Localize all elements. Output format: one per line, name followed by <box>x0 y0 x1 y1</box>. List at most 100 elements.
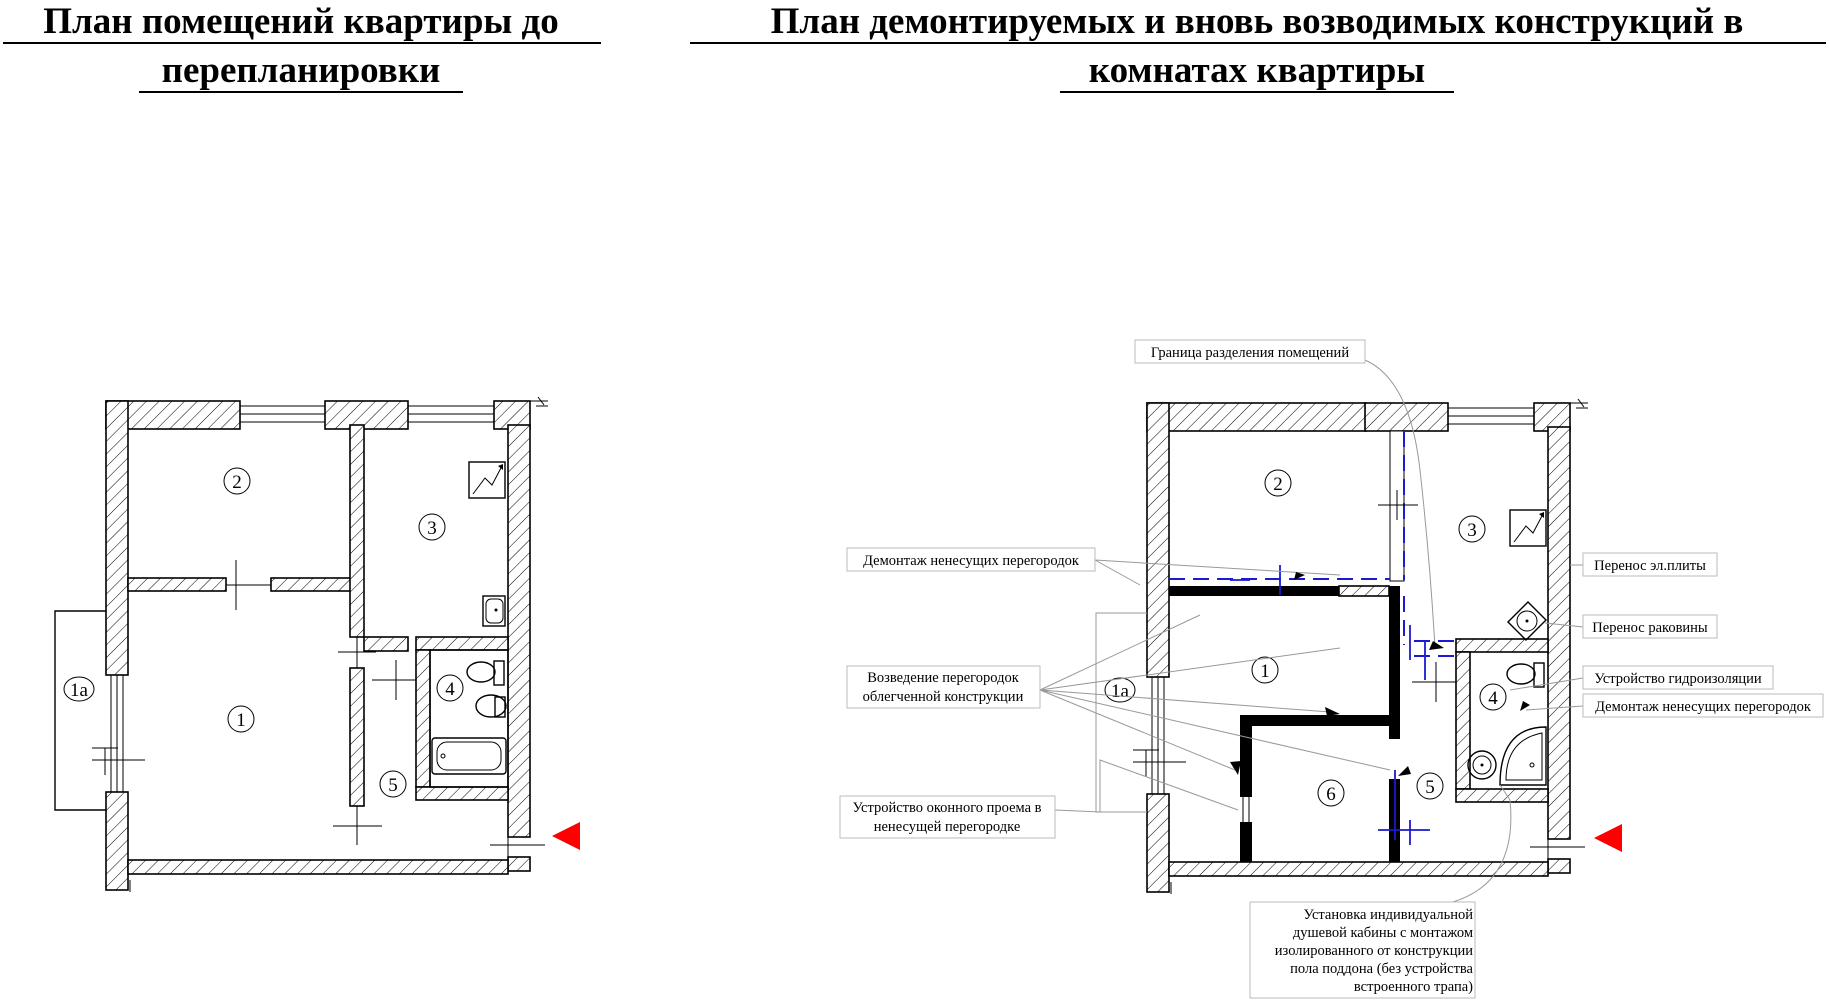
svg-text:облегченной конструкции: облегченной конструкции <box>863 689 1024 705</box>
partition-corridor <box>363 636 409 652</box>
stove-icon-after <box>1509 509 1547 547</box>
callout-stove: Перенос эл.плиты <box>1582 552 1718 577</box>
room-label-2: 2 <box>223 467 251 495</box>
svg-text:4: 4 <box>445 679 455 700</box>
partition-vertical-lower <box>349 667 365 807</box>
toilet-icon <box>466 660 505 686</box>
svg-text:Перенос эл.плиты: Перенос эл.плиты <box>1594 558 1706 574</box>
svg-text:душевой кабины с монтажом: душевой кабины с монтажом <box>1293 925 1473 941</box>
room-label-3: 3 <box>418 513 446 541</box>
svg-text:Демонтаж ненесущих перегородок: Демонтаж ненесущих перегородок <box>863 553 1080 569</box>
svg-text:3: 3 <box>427 518 437 539</box>
entrance-arrow-after <box>1594 824 1622 852</box>
room-label-1-after: 1 <box>1251 656 1279 684</box>
wall-right-stub-after <box>1547 858 1571 874</box>
toilet-icon-after <box>1506 662 1545 688</box>
svg-text:встроенного трапа): встроенного трапа) <box>1354 979 1473 995</box>
kitchen-sink-icon <box>482 595 506 627</box>
callout-boundary: Граница разделения помещений <box>1134 339 1366 364</box>
svg-text:1а: 1а <box>1111 681 1130 702</box>
svg-text:5: 5 <box>1425 777 1435 798</box>
title-right-line2: комнатах квартиры <box>1089 50 1425 91</box>
room-label-1: 1 <box>227 705 255 733</box>
svg-text:2: 2 <box>1273 474 1283 495</box>
callout-window-opening: Устройство оконного проема в ненесущей п… <box>839 795 1056 839</box>
window-top-2 <box>408 405 494 423</box>
svg-text:Установка индивидуальной: Установка индивидуальной <box>1303 907 1473 923</box>
svg-text:4: 4 <box>1488 688 1498 709</box>
callout-arrowheads <box>1230 572 1530 776</box>
bath-wall-top-after <box>1455 638 1549 653</box>
new-partition-room6-top <box>1240 715 1389 726</box>
partition-vertical-upper <box>349 424 365 638</box>
wall-top-middle-after <box>1364 402 1449 432</box>
wall-bottom <box>127 859 509 875</box>
plan-before: 2 3 4 1 5 1а <box>54 396 580 892</box>
svg-text:Устройство гидроизоляции: Устройство гидроизоляции <box>1594 671 1762 687</box>
room-label-5: 5 <box>379 770 407 798</box>
callout-demolish-left: Демонтаж ненесущих перегородок <box>846 547 1096 572</box>
svg-text:2: 2 <box>232 472 242 493</box>
bathtub-icon <box>431 737 507 775</box>
svg-text:1а: 1а <box>70 680 89 701</box>
room-label-4: 4 <box>436 674 464 702</box>
title-left: План помещений квартиры до перепланировк… <box>3 1 601 93</box>
door-marks-after <box>1170 490 1585 894</box>
bath-wall-bottom-after <box>1455 788 1549 803</box>
svg-text:1: 1 <box>236 710 246 731</box>
wall-left-upper-after <box>1146 402 1170 678</box>
callout-shower-cabin: Установка индивидуальной душевой кабины … <box>1249 901 1476 999</box>
callout-waterproofing: Устройство гидроизоляции <box>1582 665 1774 690</box>
partition-2-1-right <box>270 577 355 592</box>
title-left-line2: перепланировки <box>162 50 441 91</box>
title-right-line1: План демонтируемых и вновь возводимых ко… <box>771 1 1744 42</box>
shower-cabin-icon <box>1499 726 1547 786</box>
title-left-line1: План помещений квартиры до <box>43 1 559 42</box>
callout-sink: Перенос раковины <box>1582 614 1718 639</box>
svg-text:6: 6 <box>1326 784 1336 805</box>
bath-wall-bottom <box>415 786 509 801</box>
wall-bottom-after <box>1168 861 1549 877</box>
room-label-6-after: 6 <box>1317 779 1345 807</box>
wall-left-lower-after <box>1146 793 1170 893</box>
balcony-outline <box>54 610 106 811</box>
wall-top-middle <box>324 400 409 430</box>
callout-demolish-right: Демонтаж ненесущих перегородок <box>1582 693 1824 718</box>
room-label-4-after: 4 <box>1479 683 1507 711</box>
wall-left-upper <box>105 400 129 676</box>
wall-right-stub <box>507 856 531 872</box>
wall-left-lower <box>105 791 129 891</box>
window-left-after <box>1133 677 1186 794</box>
window-top-2-after <box>1448 407 1534 425</box>
wall-top-left-after <box>1146 402 1367 432</box>
room-label-1a-after: 1а <box>1104 677 1136 703</box>
entrance-arrow-before <box>552 822 580 850</box>
svg-text:Граница разделения помещений: Граница разделения помещений <box>1151 345 1349 361</box>
bath-wall-left-a <box>415 649 431 788</box>
washbasin-icon <box>475 694 507 718</box>
svg-text:Перенос раковины: Перенос раковины <box>1592 620 1708 636</box>
svg-text:пола поддона (без устройства: пола поддона (без устройства <box>1290 961 1473 977</box>
stove-icon <box>468 461 506 499</box>
room-label-1a: 1а <box>63 676 95 702</box>
svg-text:5: 5 <box>388 775 398 796</box>
new-partition-top <box>1169 586 1339 596</box>
svg-text:ненесущей перегородке: ненесущей перегородке <box>874 819 1021 835</box>
new-partition-room6-left <box>1240 715 1252 797</box>
bath-wall-top <box>415 636 509 651</box>
room-label-3-after: 3 <box>1458 515 1486 543</box>
door-marks-before <box>129 560 545 892</box>
callout-build-partitions: Возведение перегородок облегченной конст… <box>846 665 1041 709</box>
room-label-2-after: 2 <box>1264 469 1292 497</box>
svg-text:Устройство оконного проема в: Устройство оконного проема в <box>852 800 1041 816</box>
room-label-5-after: 5 <box>1416 772 1444 800</box>
svg-text:1: 1 <box>1260 661 1270 682</box>
window-top-1 <box>240 405 325 423</box>
title-right: План демонтируемых и вновь возводимых ко… <box>690 1 1826 93</box>
washbasin-icon-after <box>1467 750 1497 780</box>
svg-text:Возведение перегородок: Возведение перегородок <box>867 670 1019 686</box>
svg-text:Демонтаж ненесущих перегородок: Демонтаж ненесущих перегородок <box>1595 699 1812 715</box>
svg-text:3: 3 <box>1467 520 1477 541</box>
wall-right-after <box>1547 426 1571 840</box>
